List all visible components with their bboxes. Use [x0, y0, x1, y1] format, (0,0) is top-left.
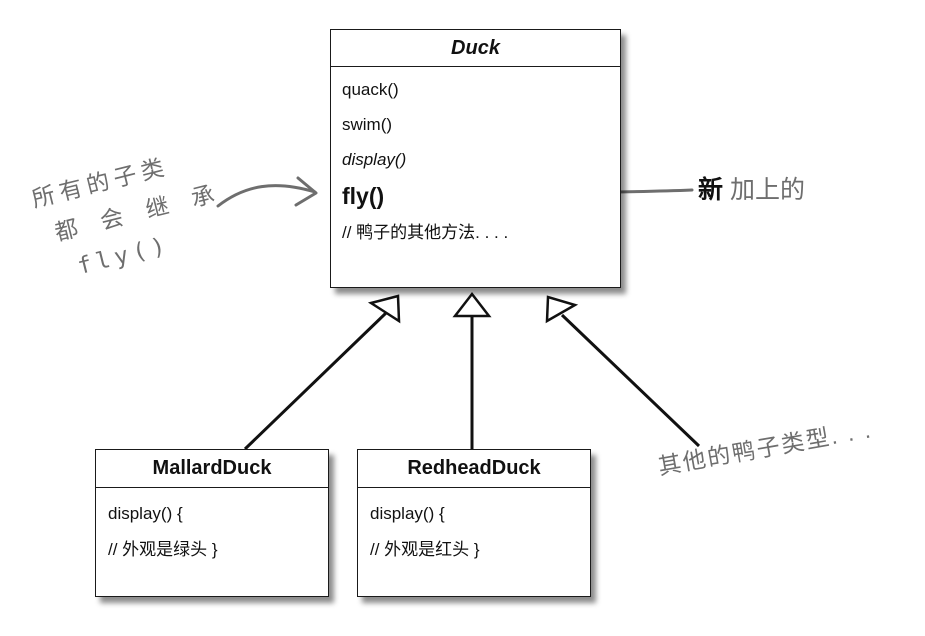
mallard-duck-class-box: MallardDuck display() { // 外观是绿头 }: [95, 449, 329, 597]
inherit-note-arrow: [216, 184, 317, 208]
redhead-method-comment: // 外观是红头 }: [370, 540, 480, 559]
mallard-inherit-arrowhead: [367, 294, 401, 324]
redhead-inherit-arrowhead: [452, 291, 492, 318]
mallard-method-comment: // 外观是绿头 }: [108, 540, 218, 559]
other-inherit-arrowhead: [545, 295, 579, 324]
redhead-duck-methods: display() { // 外观是红头 }: [358, 488, 590, 575]
duck-class-name: Duck: [331, 30, 620, 67]
redhead-duck-class-box: RedheadDuck display() { // 外观是红头 }: [357, 449, 591, 597]
inherit-note-arrowhead: [294, 176, 318, 207]
new-note-rest: 加上的: [723, 176, 805, 204]
method-display: display(): [342, 150, 407, 169]
method-swim: swim(): [342, 115, 393, 134]
redhead-method-display: display() {: [370, 504, 445, 523]
method-other-comment: // 鸭子的其他方法. . . .: [342, 223, 509, 242]
mallard-duck-methods: display() { // 外观是绿头 }: [96, 488, 328, 575]
mallard-duck-class-name: MallardDuck: [96, 450, 328, 488]
mallard-inherit-line: [243, 311, 388, 451]
mallard-method-display: display() {: [108, 504, 183, 523]
duck-class-box: Duck quack() swim() display() fly() // 鸭…: [330, 29, 621, 288]
duck-methods: quack() swim() display() fly() // 鸭子的其他方…: [331, 67, 620, 257]
redhead-duck-class-name: RedheadDuck: [358, 450, 590, 488]
method-quack: quack(): [342, 80, 399, 99]
new-addition-note: 新 加上的: [698, 170, 805, 206]
new-word: 新: [698, 176, 724, 204]
method-fly: fly(): [342, 183, 385, 209]
other-inherit-line: [560, 313, 701, 448]
